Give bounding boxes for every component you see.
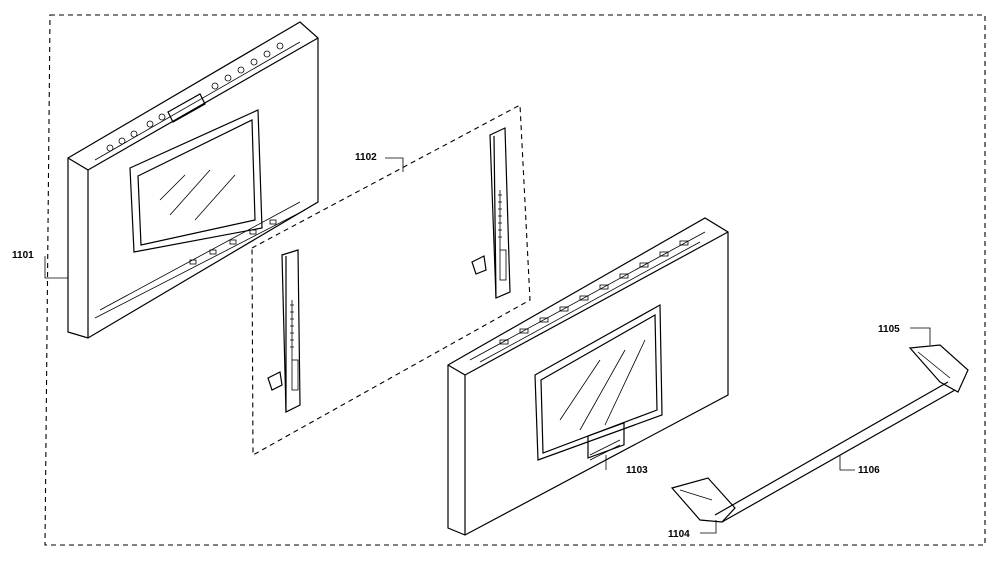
hinge-group-boundary xyxy=(251,104,531,456)
callout-leaders xyxy=(44,157,931,534)
callout-1105: 1105 xyxy=(878,324,900,335)
callout-1101: 1101 xyxy=(12,250,34,261)
assembly-boundary xyxy=(44,14,986,546)
callout-1103: 1103 xyxy=(626,465,648,476)
outer-door-panel xyxy=(447,217,729,536)
hinge-left xyxy=(267,249,301,413)
hinge-right xyxy=(471,127,511,299)
door-handle xyxy=(670,344,969,523)
inner-door-frame xyxy=(67,21,319,339)
callout-1102: 1102 xyxy=(355,152,377,163)
callout-1104: 1104 xyxy=(668,529,690,540)
callout-1106: 1106 xyxy=(858,465,880,476)
